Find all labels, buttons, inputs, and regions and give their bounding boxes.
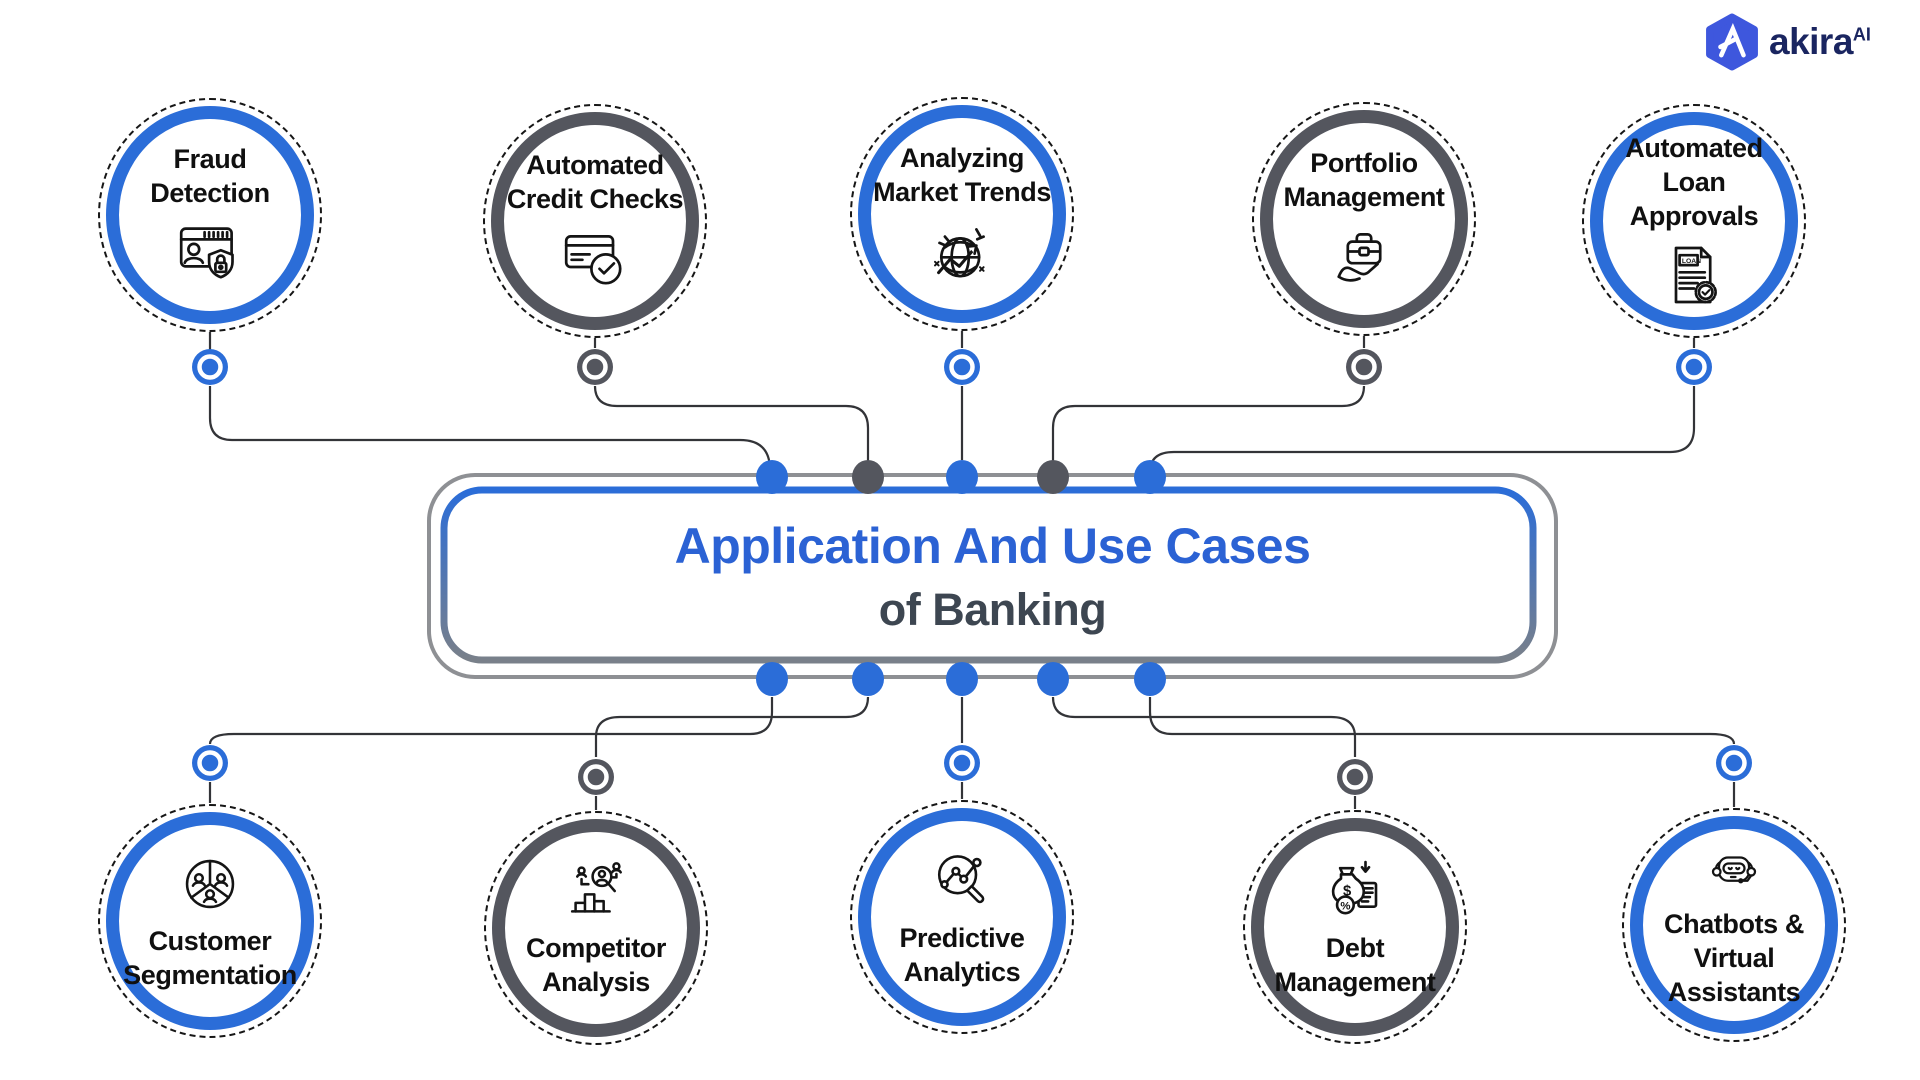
node-ring: Analyzing Market Trends <box>858 105 1066 323</box>
node-ring: Competitor Analysis <box>492 819 700 1037</box>
node-analyzing-market-trends: Analyzing Market Trends <box>850 97 1074 331</box>
brand-name: akiraAI <box>1769 21 1871 62</box>
central-box-inner <box>440 486 1537 664</box>
node-label: Automated Loan Approvals <box>1625 132 1763 231</box>
central-title-box: Application And Use Cases of Banking <box>429 475 1556 677</box>
chatbot-icon <box>1711 856 1757 884</box>
node-label: Portfolio Management <box>1283 147 1445 212</box>
node-label: Customer Segmentation <box>123 925 297 990</box>
box-edge-dots <box>756 460 1166 696</box>
node-ring: Fraud Detection <box>106 106 314 324</box>
svg-text:$: $ <box>1343 883 1352 899</box>
customer-segmentation-icon <box>185 859 235 909</box>
title-line-1: Application And Use Cases <box>674 517 1311 574</box>
brand-logo: akiraAI <box>1704 12 1871 72</box>
node-ring: Automated Loan Approvals LOAN <box>1590 112 1798 330</box>
fraud-detection-icon <box>179 227 234 279</box>
node-label: Analyzing Market Trends <box>873 142 1051 207</box>
node-ring: Predictive Analytics <box>858 808 1066 1026</box>
node-predictive-analytics: Predictive Analytics <box>850 800 1074 1034</box>
node-ring: Chatbots & Virtual Assistants <box>1630 816 1838 1034</box>
node-debt-management: $ % Debt Management <box>1243 810 1467 1044</box>
node-automated-credit-checks: Automated Credit Checks <box>483 104 707 338</box>
market-trends-icon <box>934 228 985 278</box>
node-ring: $ % Debt Management <box>1251 818 1459 1036</box>
akira-logo-icon <box>1706 13 1758 71</box>
node-customer-segmentation: Customer Segmentation <box>98 804 322 1038</box>
node-automated-loan-approvals: Automated Loan Approvals LOAN <box>1582 104 1806 338</box>
node-label: Automated Credit Checks <box>506 149 684 214</box>
predictive-analytics-icon <box>937 855 985 904</box>
svg-text:%: % <box>1340 900 1350 912</box>
node-ring: Customer Segmentation <box>106 812 314 1030</box>
loan-approval-icon: LOAN <box>1674 246 1717 304</box>
brand-superscript: AI <box>1852 24 1871 45</box>
node-label: Fraud Detection <box>150 143 270 208</box>
node-chatbots-virtual-assistants: Chatbots & Virtual Assistants <box>1622 808 1846 1042</box>
node-fraud-detection: Fraud Detection <box>98 98 322 332</box>
node-label: Competitor Analysis <box>526 932 666 997</box>
node-label: Chatbots & Virtual Assistants <box>1664 908 1804 1007</box>
node-ring: Automated Credit Checks <box>491 112 699 330</box>
debt-management-icon: $ % <box>1331 860 1378 915</box>
credit-check-icon <box>564 235 622 285</box>
node-ring: Portfolio Management <box>1260 110 1468 328</box>
title-line-2: of Banking <box>878 583 1107 635</box>
central-box-outer <box>427 473 1558 679</box>
node-portfolio-management: Portfolio Management <box>1252 102 1476 336</box>
node-competitor-analysis: Competitor Analysis <box>484 811 708 1045</box>
competitor-analysis-icon <box>570 862 622 913</box>
briefcase-hand-icon <box>1337 233 1382 282</box>
node-label: Debt Management <box>1274 932 1436 997</box>
donut-dots <box>192 349 1752 795</box>
node-label: Predictive Analytics <box>899 922 1025 987</box>
svg-text:LOAN: LOAN <box>1682 258 1701 265</box>
